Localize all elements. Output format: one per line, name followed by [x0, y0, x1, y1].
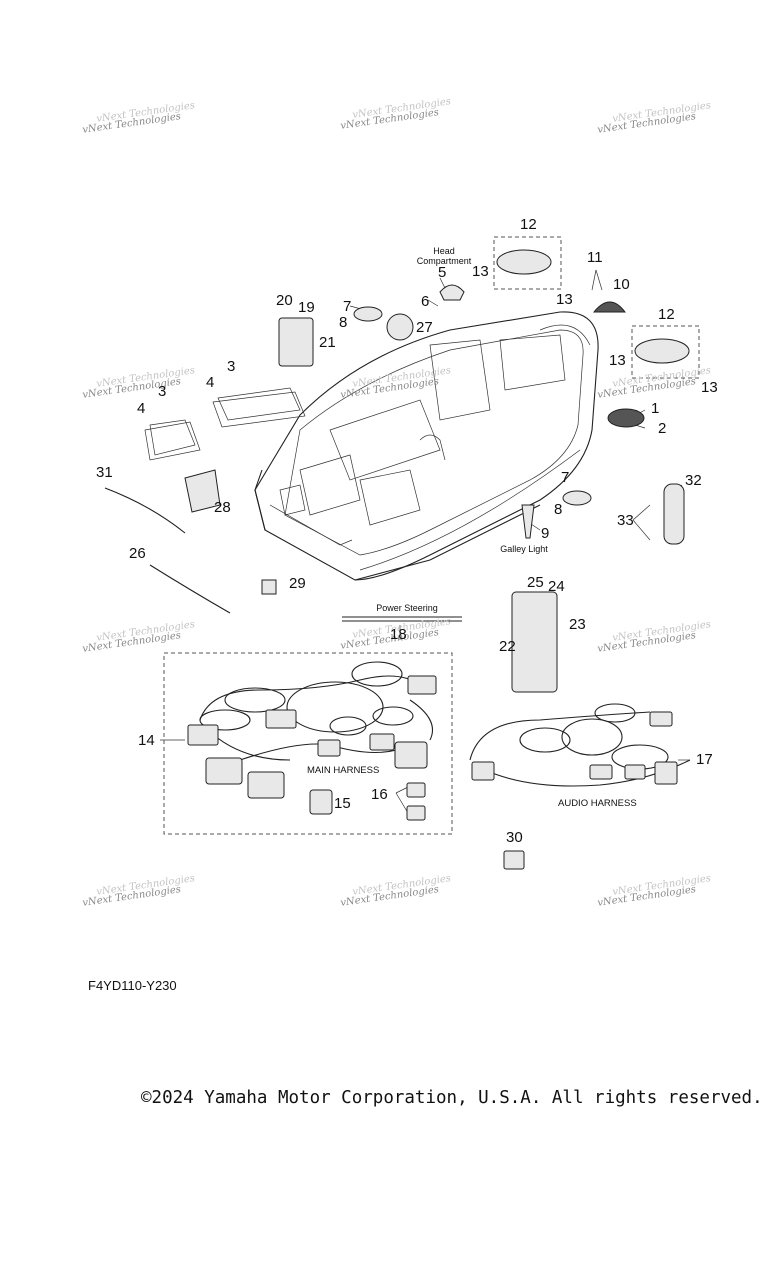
callout-22: 22	[499, 638, 516, 655]
note-head-compartment: Head Compartment	[416, 246, 472, 266]
callout-2: 2	[658, 420, 667, 437]
callout-8: 8	[339, 314, 348, 331]
figure-code: F4YD110-Y230	[88, 978, 177, 993]
callout-11: 11	[587, 249, 603, 266]
callout-9: 9	[541, 525, 550, 542]
callout-12: 12	[520, 216, 537, 233]
callout-3: 3	[227, 358, 236, 375]
callout-10: 10	[613, 276, 630, 293]
callout-21: 21	[319, 334, 336, 351]
callout-32: 32	[685, 472, 702, 489]
callout-29: 29	[289, 575, 306, 592]
callout-28: 28	[214, 499, 231, 516]
group-box-main-harness	[163, 652, 453, 835]
callout-30: 30	[506, 829, 523, 846]
group-box-12-right	[631, 325, 700, 379]
callout-4: 4	[137, 400, 146, 417]
callout-13: 13	[609, 352, 626, 369]
callout-3: 3	[158, 383, 167, 400]
group-box-12-top	[493, 236, 562, 290]
callout-4: 4	[206, 374, 215, 391]
callout-7: 7	[343, 298, 352, 315]
callout-20: 20	[276, 292, 293, 309]
callout-13: 13	[472, 263, 489, 280]
callout-25: 25	[527, 574, 544, 591]
callout-16: 16	[371, 786, 388, 803]
audio-harness-label: AUDIO HARNESS	[558, 798, 637, 809]
boat-hull	[254, 311, 599, 581]
callout-13: 13	[556, 291, 573, 308]
copyright-notice: ©2024 Yamaha Motor Corporation, U.S.A. A…	[141, 1088, 763, 1108]
callout-18: 18	[390, 626, 407, 643]
callout-12: 12	[658, 306, 675, 323]
callout-24: 24	[548, 578, 565, 595]
callout-23: 23	[569, 616, 586, 633]
main-harness-drawing	[187, 661, 437, 799]
callout-26: 26	[129, 545, 146, 562]
audio-harness-drawing	[469, 703, 691, 787]
note-galley-light: Galley Light	[500, 544, 548, 554]
note-power-steering: Power Steering	[376, 603, 438, 613]
callout-7: 7	[561, 469, 570, 486]
callout-1: 1	[651, 400, 660, 417]
callout-15: 15	[334, 795, 351, 812]
callout-33: 33	[617, 512, 634, 529]
parts-misc	[104, 249, 690, 870]
callout-6: 6	[421, 293, 430, 310]
callout-17: 17	[696, 751, 713, 768]
callout-27: 27	[416, 319, 433, 336]
callout-13: 13	[701, 379, 718, 396]
callout-31: 31	[96, 464, 113, 481]
callout-19: 19	[298, 299, 315, 316]
callout-5: 5	[438, 264, 447, 281]
main-harness-label: MAIN HARNESS	[307, 765, 380, 776]
callout-8: 8	[554, 501, 563, 518]
callout-14: 14	[138, 732, 155, 749]
